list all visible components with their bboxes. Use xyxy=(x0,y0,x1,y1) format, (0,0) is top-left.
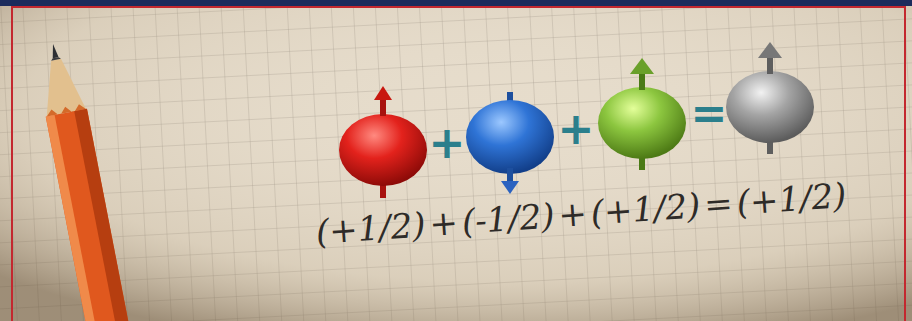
equation-term: + xyxy=(557,195,588,234)
equation-term: (-1/2) xyxy=(461,197,556,241)
equation-term: = xyxy=(703,185,734,224)
equation-term: (+1/2) xyxy=(735,177,847,222)
spin-equation: (+1/2)+(-1/2)+(+1/2)=(+1/2) xyxy=(315,177,848,251)
equation-term: (+1/2) xyxy=(590,187,702,232)
operator-symbol: = xyxy=(691,91,728,135)
operator-symbol: + xyxy=(558,107,595,151)
operator-symbol: + xyxy=(429,121,466,165)
equation-term: (+1/2) xyxy=(315,206,427,251)
equation-term: + xyxy=(428,204,459,243)
